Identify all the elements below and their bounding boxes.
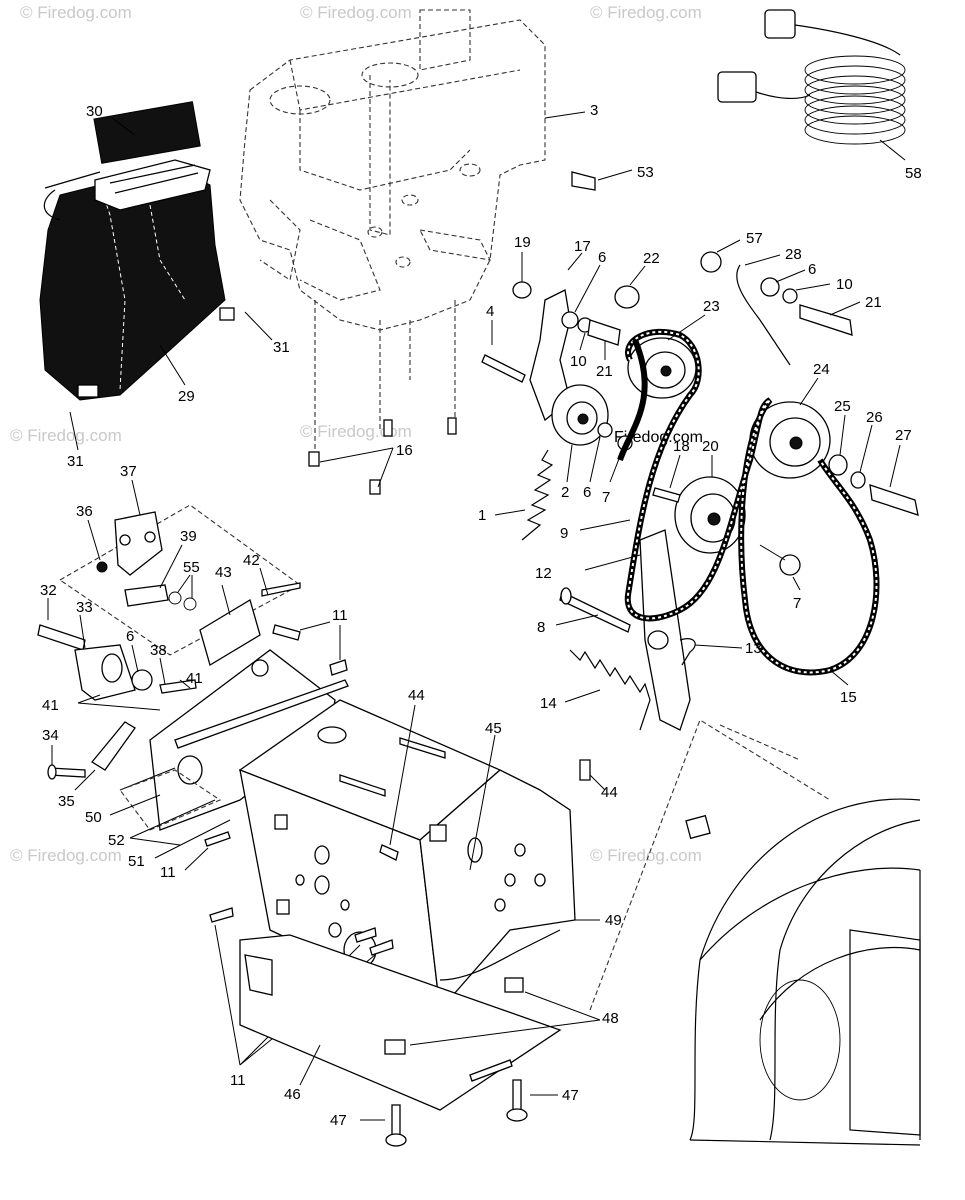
watermark-center: Firedog.com [614,429,703,446]
callout-24: 24 [813,361,830,378]
callout-21b: 21 [865,294,882,311]
watermark: © Firedog.com [20,3,132,22]
callout-58: 58 [905,165,922,182]
callout-4: 4 [486,303,494,320]
callout-46: 46 [284,1086,301,1103]
callout-19: 19 [514,234,531,251]
engine-bolts: 16 [308,417,457,495]
callout-50: 50 [85,809,102,826]
engine: 3 [239,9,598,460]
power-cord: 58 [717,9,922,182]
watermark: © Firedog.com [300,422,412,441]
callout-6d: 6 [126,628,134,645]
callout-2: 2 [561,484,569,501]
callout-28: 28 [785,246,802,263]
callout-41a: 41 [42,697,59,714]
watermark: © Firedog.com [300,3,412,22]
callout-11c: 11 [230,1072,246,1089]
callout-45: 45 [485,720,502,737]
frame-housing: 50 52 51 11 11 44 44 45 49 11 [85,607,622,1147]
callout-31a: 31 [273,339,290,356]
callout-15: 15 [840,689,857,706]
callout-10b: 10 [836,276,853,293]
callout-42: 42 [243,552,260,569]
callout-31b: 31 [67,453,84,470]
callout-43: 43 [215,564,232,581]
callout-8: 8 [537,619,545,636]
callout-38: 38 [150,642,167,659]
callout-51: 51 [128,853,145,870]
callout-9: 9 [560,525,568,542]
callout-22: 22 [643,250,660,267]
watermark: © Firedog.com [590,3,702,22]
callout-49: 49 [605,912,622,929]
watermark: © Firedog.com [590,846,702,865]
callout-47b: 47 [562,1087,579,1104]
callout-23: 23 [703,298,720,315]
callout-36: 36 [76,503,93,520]
callout-30: 30 [86,103,103,120]
callout-11b: 11 [332,607,348,624]
callout-3: 3 [590,102,598,119]
callout-44b: 44 [601,784,618,801]
callout-57: 57 [746,230,763,247]
callout-53: 53 [637,164,654,181]
callout-37: 37 [120,463,137,480]
callout-29: 29 [178,388,195,405]
callout-6b: 6 [583,484,591,501]
callout-25: 25 [834,398,851,415]
callout-32: 32 [40,582,57,599]
callout-47a: 47 [330,1112,347,1129]
callout-33: 33 [76,599,93,616]
callout-12: 12 [535,565,552,582]
callout-34: 34 [42,727,59,744]
callout-35: 35 [58,793,75,810]
callout-52: 52 [108,832,125,849]
callout-11a: 11 [160,864,176,881]
ignition-key: 53 [571,164,654,191]
watermark: © Firedog.com [10,426,122,445]
callout-16: 16 [396,442,413,459]
callout-13: 13 [745,640,762,657]
callout-48: 48 [602,1010,619,1027]
callout-26: 26 [866,409,883,426]
callout-27: 27 [895,427,912,444]
bracket-assembly: 37 36 39 55 42 43 32 33 6 38 41 41 [37,463,302,810]
watermark: © Firedog.com [10,846,122,865]
belt-cover: 30 29 31 31 [39,101,290,470]
drive-pulleys: 17 19 4 6 10 21 22 2 6 7 [478,230,919,731]
callout-55: 55 [183,559,200,576]
callout-14: 14 [540,695,557,712]
callout-17: 17 [574,238,591,255]
callout-21a: 21 [596,363,613,380]
auger-housing [589,719,921,1146]
callout-7b: 7 [793,595,801,612]
callout-39: 39 [180,528,197,545]
callout-7a: 7 [602,489,610,506]
callout-18: 18 [673,438,690,455]
callout-44a: 44 [408,687,425,704]
callout-41b: 41 [186,670,203,687]
callout-1: 1 [478,507,486,524]
callout-6a: 6 [598,249,606,266]
callout-20: 20 [702,438,719,455]
callout-6c: 6 [808,261,816,278]
callout-10a: 10 [570,353,587,370]
